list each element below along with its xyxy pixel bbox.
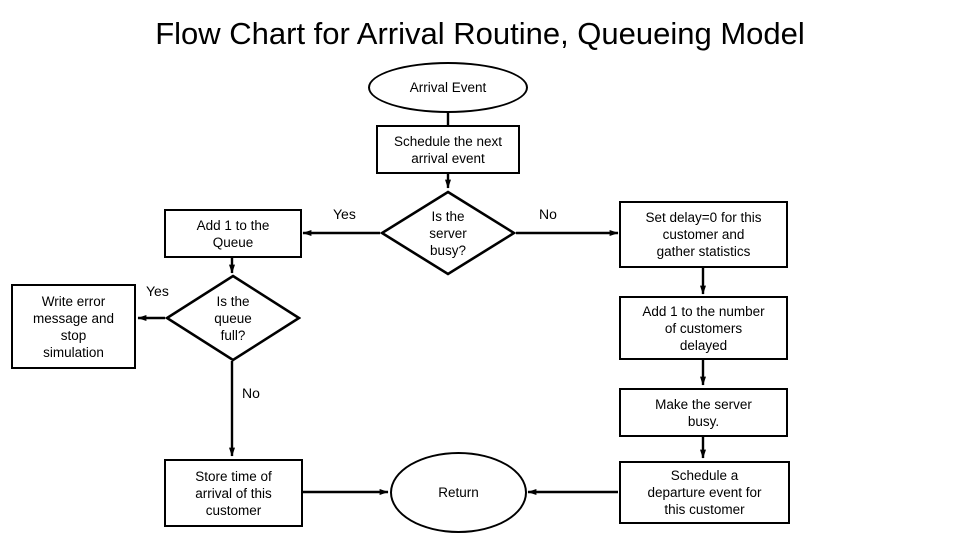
- node-arrival-event-label: Arrival Event: [409, 80, 487, 95]
- node-store-arrival-time[interactable]: Store time of arrival of this customer: [164, 459, 303, 527]
- node-is-queue-full-label: Is the queue full?: [214, 293, 252, 343]
- node-return-label: Return: [438, 485, 479, 500]
- node-schedule-departure[interactable]: Schedule a departure event for this cust…: [619, 461, 790, 524]
- node-add-one-delayed[interactable]: Add 1 to the number of customers delayed: [619, 296, 788, 360]
- node-schedule-next-arrival-label: Schedule the next arrival event: [393, 133, 503, 166]
- node-is-server-busy[interactable]: Is the server busy?: [380, 190, 516, 276]
- node-write-error-label: Write error message and stop simulation: [32, 293, 115, 360]
- node-schedule-next-arrival[interactable]: Schedule the next arrival event: [376, 125, 520, 174]
- node-add-one-to-queue[interactable]: Add 1 to the Queue: [164, 209, 302, 258]
- node-schedule-departure-label: Schedule a departure event for this cust…: [647, 468, 762, 517]
- node-set-delay-zero[interactable]: Set delay=0 for this customer and gather…: [619, 201, 788, 268]
- edge-label-queue-full-no: No: [242, 385, 260, 401]
- edge-label-server-busy-no: No: [539, 206, 557, 222]
- node-arrival-event[interactable]: Arrival Event: [368, 62, 528, 113]
- edge-label-queue-full-yes: Yes: [146, 283, 169, 299]
- node-store-arrival-time-label: Store time of arrival of this customer: [195, 468, 272, 518]
- page-title: Flow Chart for Arrival Routine, Queueing…: [155, 16, 805, 51]
- node-add-one-to-queue-label: Add 1 to the Queue: [196, 217, 270, 250]
- node-add-one-delayed-label: Add 1 to the number of customers delayed: [642, 303, 765, 353]
- node-make-server-busy[interactable]: Make the server busy.: [619, 388, 788, 437]
- edge-label-server-busy-yes: Yes: [333, 206, 356, 222]
- node-is-queue-full[interactable]: Is the queue full?: [165, 274, 301, 362]
- diamond-shape-server-busy: [380, 190, 516, 276]
- node-is-server-busy-label: Is the server busy?: [429, 208, 467, 258]
- node-set-delay-zero-label: Set delay=0 for this customer and gather…: [645, 210, 762, 259]
- node-make-server-busy-label: Make the server busy.: [655, 396, 752, 429]
- diamond-shape-queue-full: [165, 274, 301, 362]
- node-return[interactable]: Return: [390, 452, 527, 533]
- node-write-error[interactable]: Write error message and stop simulation: [11, 284, 136, 369]
